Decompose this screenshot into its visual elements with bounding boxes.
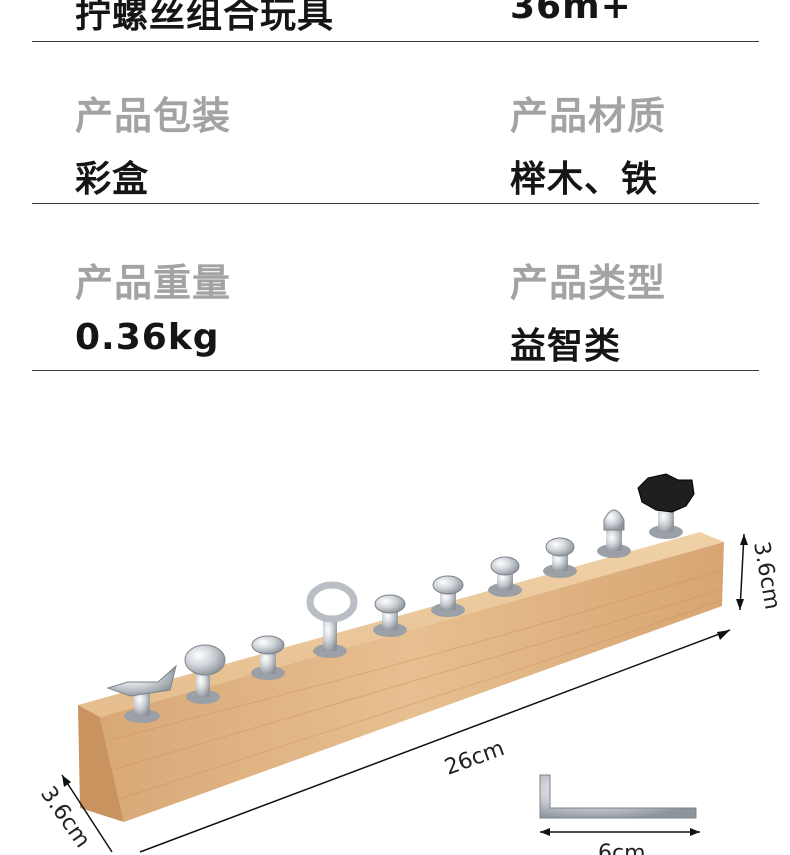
cross-screw-icon-1 [431,575,465,617]
thumb-screw-icon [184,644,226,704]
wrench-label: 6cm [598,841,646,855]
block-top-face [78,532,724,717]
bolts [106,473,695,723]
height-dimension-line [739,533,745,611]
age-value: 36m+ [510,0,632,27]
block-end-face [78,705,124,822]
slot-screw-icon-1 [488,556,522,597]
depth-dimension-line [61,774,113,853]
block-front-face [100,542,724,822]
material-label: 产品材质 [510,94,667,138]
hex-bolt-icon-2 [373,594,407,637]
wing-nut-icon [106,664,177,723]
cap-nut-icon [597,509,631,558]
length-label: 26cm [442,736,508,781]
product-name-value: 拧螺丝组合玩具 [75,0,335,36]
weight-value: 0.36kg [75,317,220,358]
packaging-label: 产品包装 [75,94,232,138]
type-value: 益智类 [510,326,622,367]
divider-1 [32,41,759,42]
weight-label: 产品重量 [75,261,232,305]
type-label: 产品类型 [510,261,667,305]
slot-screw-icon-2 [543,537,577,578]
hex-bolt-icon-1 [251,635,285,680]
product-photo: 26cm 3.6cm 3.6cm 6cm [35,473,785,855]
length-dimension-line [139,629,731,853]
divider-3 [32,370,759,371]
divider-2 [32,203,759,204]
star-knob-icon [637,473,695,539]
eye-bolt-icon [306,581,358,658]
material-value: 榉木、铁 [510,159,659,200]
allen-wrench-icon [539,774,697,819]
packaging-value: 彩盒 [75,159,150,200]
height-label: 3.6cm [748,540,785,612]
